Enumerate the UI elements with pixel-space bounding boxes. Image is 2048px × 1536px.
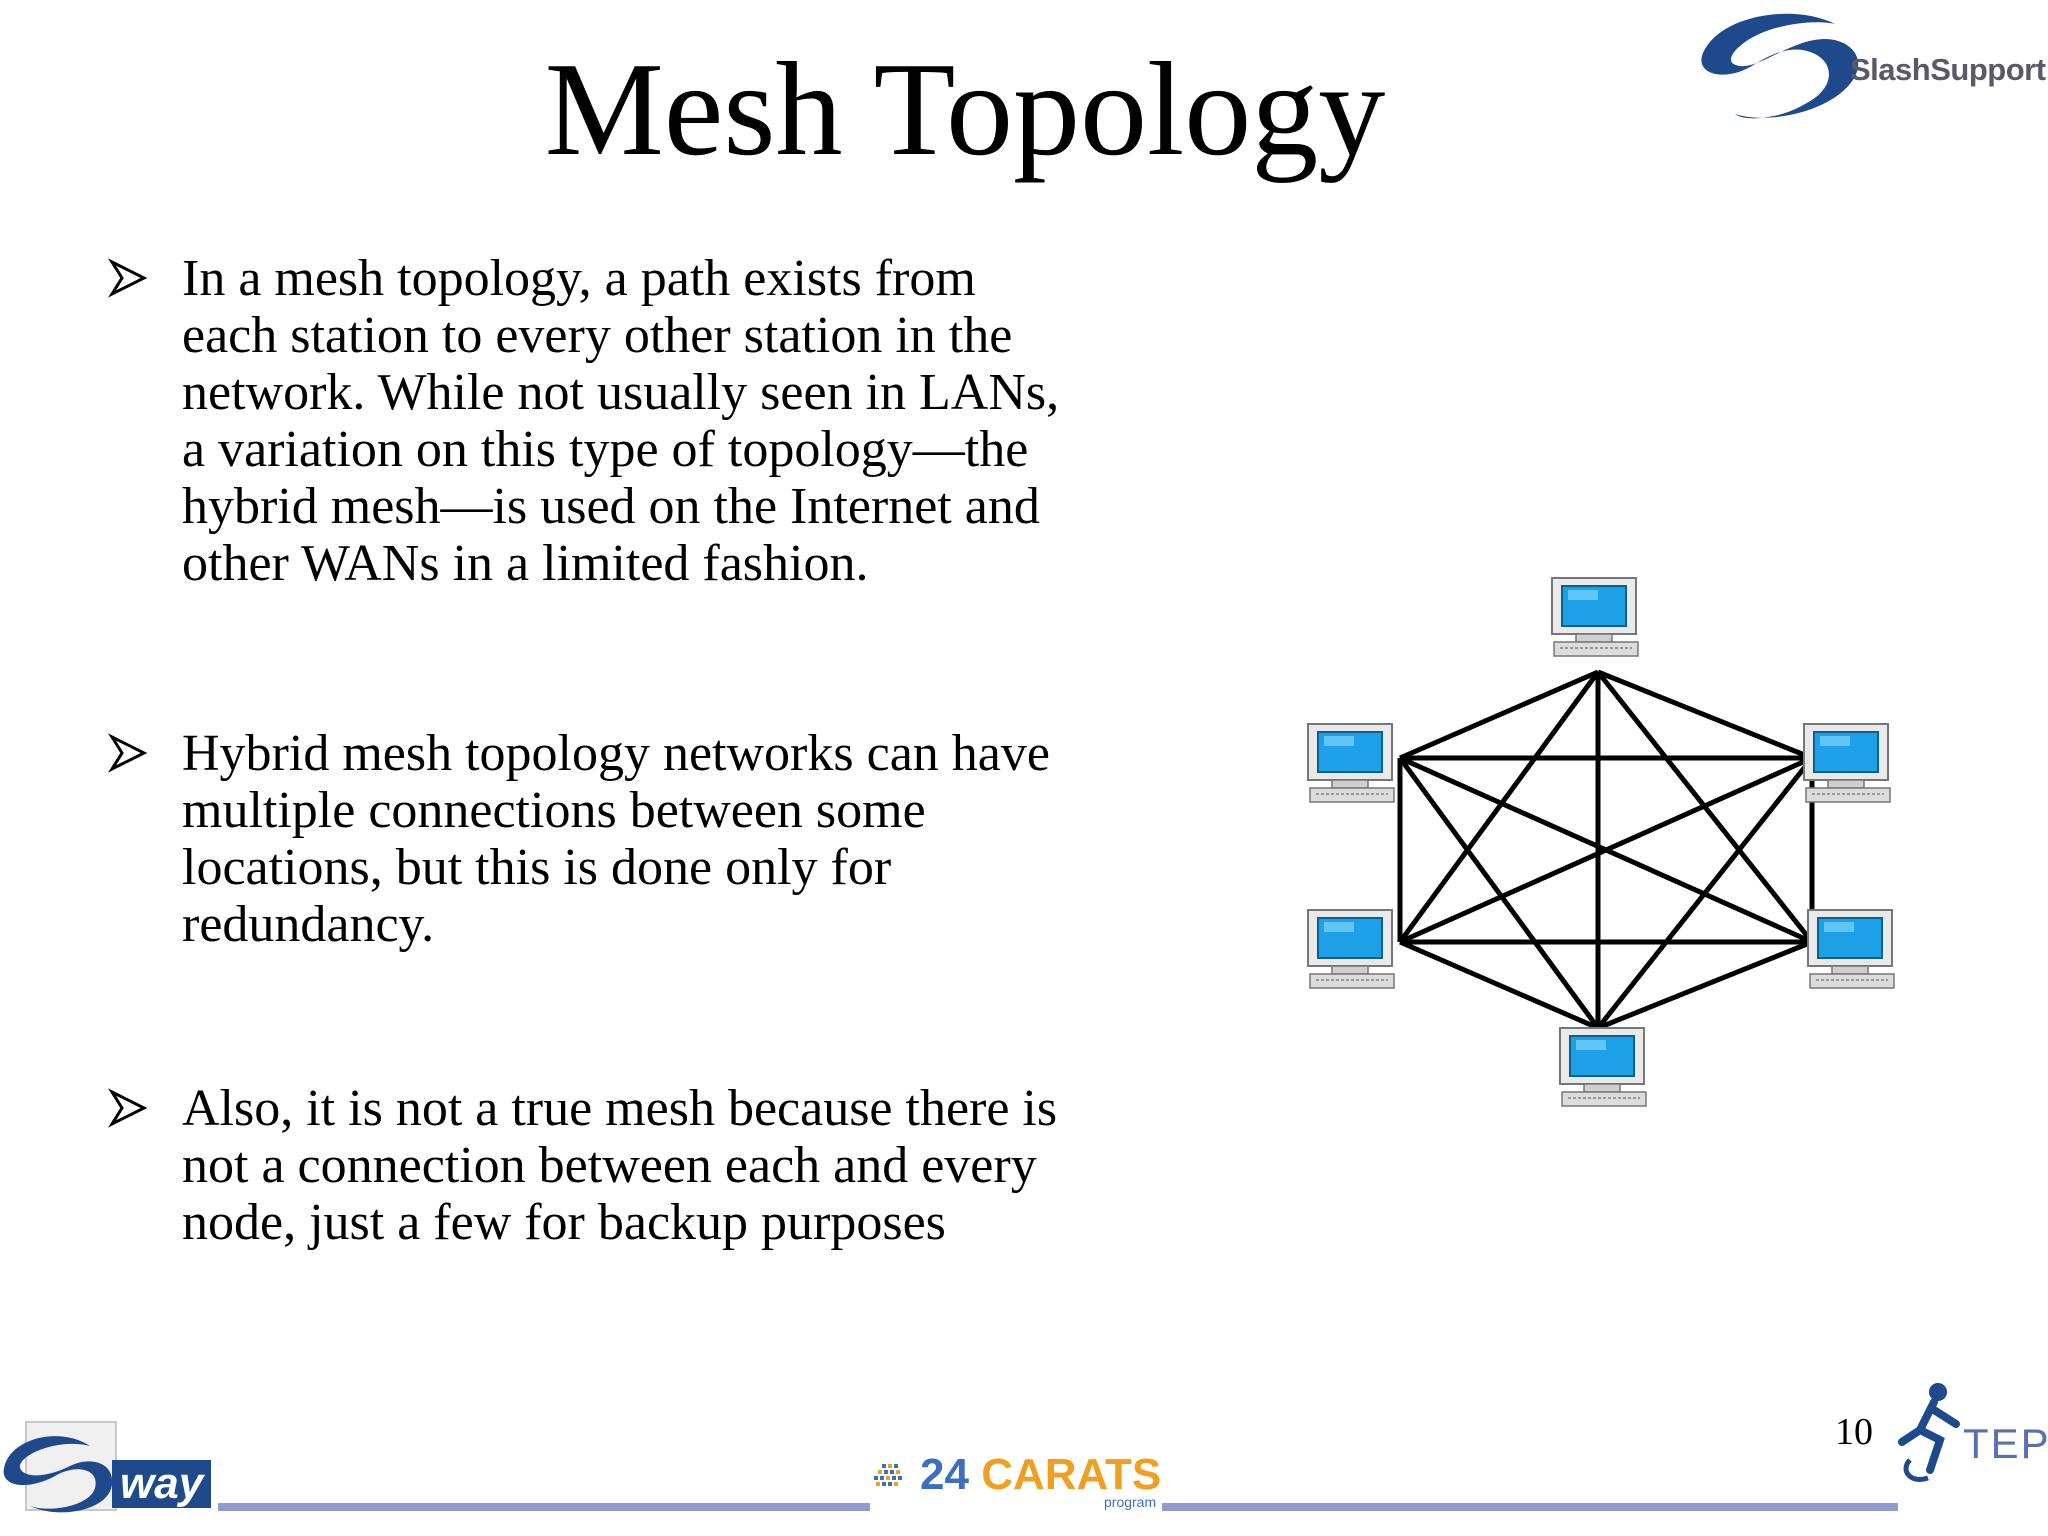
sway-logo-text: way <box>112 1460 212 1508</box>
bullet-line: a variation on this type of topology—the <box>182 421 1029 478</box>
footer-divider-right <box>1162 1503 1898 1511</box>
carats-logo-number: 24 <box>920 1450 969 1499</box>
bullet-text: Hybrid mesh topology networks can have m… <box>182 725 1212 953</box>
bullet-line: each station to every other station in t… <box>182 307 1013 364</box>
slashsupport-logo-text: SlashSupport <box>1850 52 2046 87</box>
bullet-line: redundancy. <box>182 896 435 953</box>
computer-icon <box>1307 909 1395 989</box>
bullet-line: not a connection between each and every <box>182 1137 1037 1194</box>
step-logo-text: TEP <box>1963 1420 2048 1467</box>
carats-logo-word: CARATS <box>981 1450 1162 1499</box>
bullet-line: multiple connections between some <box>182 782 926 839</box>
computer-icon <box>1807 909 1895 989</box>
slashsupport-logo <box>1701 13 1859 119</box>
arrow-bullet-icon <box>108 1088 148 1128</box>
bullet-line: node, just a few for backup purposes <box>182 1194 946 1251</box>
carats-logo-subtitle: program <box>1104 1494 1157 1510</box>
bullet-line: locations, but this is done only for <box>182 839 892 896</box>
carats-grid-icon <box>874 1464 902 1486</box>
computer-icon <box>1559 1027 1647 1107</box>
slide-title: Mesh Topology <box>544 35 1386 183</box>
mesh-topology-diagram <box>1307 577 1895 1107</box>
24-carats-logo: 24 CARATS <box>920 1450 1161 1500</box>
bullet-line: In a mesh topology, a path exists from <box>182 250 976 307</box>
arrow-bullet-icon <box>108 258 148 298</box>
footer-divider-left <box>218 1503 870 1511</box>
runner-figure-icon <box>1898 1383 1960 1482</box>
bullet-line: Hybrid mesh topology networks can have <box>182 725 1050 782</box>
sway-swoosh-icon <box>3 1421 117 1513</box>
computer-icon <box>1551 577 1639 657</box>
page-number: 10 <box>1835 1411 1873 1453</box>
mesh-links <box>1397 669 1815 1031</box>
bullet-line: network. While not usually seen in LANs, <box>182 364 1060 421</box>
bullet-line: hybrid mesh—is used on the Internet and <box>182 478 1040 535</box>
bullet-text: In a mesh topology, a path exists from e… <box>182 250 1212 592</box>
bullet-text: Also, it is not a true mesh because ther… <box>182 1080 1212 1251</box>
computer-icon <box>1803 723 1891 803</box>
bullet-line: Also, it is not a true mesh because ther… <box>182 1080 1058 1137</box>
bullet-line: other WANs in a limited fashion. <box>182 535 869 592</box>
computer-icon <box>1307 723 1395 803</box>
slashsupport-swoosh-icon <box>1701 13 1859 119</box>
arrow-bullet-icon <box>108 733 148 773</box>
